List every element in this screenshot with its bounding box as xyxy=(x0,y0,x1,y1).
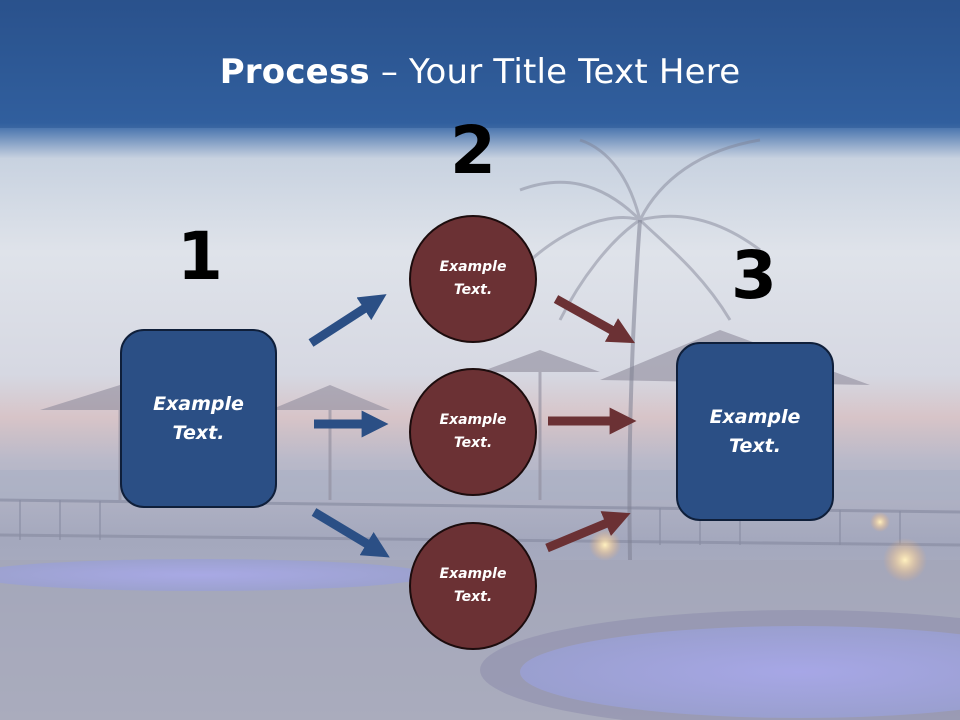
step-2-circle-middle: Example Text. xyxy=(409,368,537,496)
step-number-2: 2 xyxy=(450,112,496,189)
step-3-text: Example Text. xyxy=(709,405,801,457)
step-2-text-bottom: Example Text. xyxy=(439,566,507,605)
arrow-1-to-bottom xyxy=(311,508,390,558)
arrow-bottom-to-3 xyxy=(545,511,631,553)
arrow-1-to-top xyxy=(308,294,387,347)
step-number-1: 1 xyxy=(177,218,223,295)
step-1-text: Example Text. xyxy=(153,392,244,444)
step-2-text-middle: Example Text. xyxy=(439,412,507,451)
step-2-circle-bottom: Example Text. xyxy=(409,522,537,650)
step-1-box: Example Text. xyxy=(120,329,277,508)
step-2-text-top: Example Text. xyxy=(439,259,507,298)
step-3-box: Example Text. xyxy=(676,342,834,521)
title-rest: – Your Title Text Here xyxy=(369,52,741,92)
slide-title: Process – Your Title Text Here xyxy=(0,52,960,92)
title-bold: Process xyxy=(219,52,370,92)
step-number-3: 3 xyxy=(731,237,777,314)
arrow-top-to-3 xyxy=(553,295,635,344)
step-2-circle-top: Example Text. xyxy=(409,215,537,343)
